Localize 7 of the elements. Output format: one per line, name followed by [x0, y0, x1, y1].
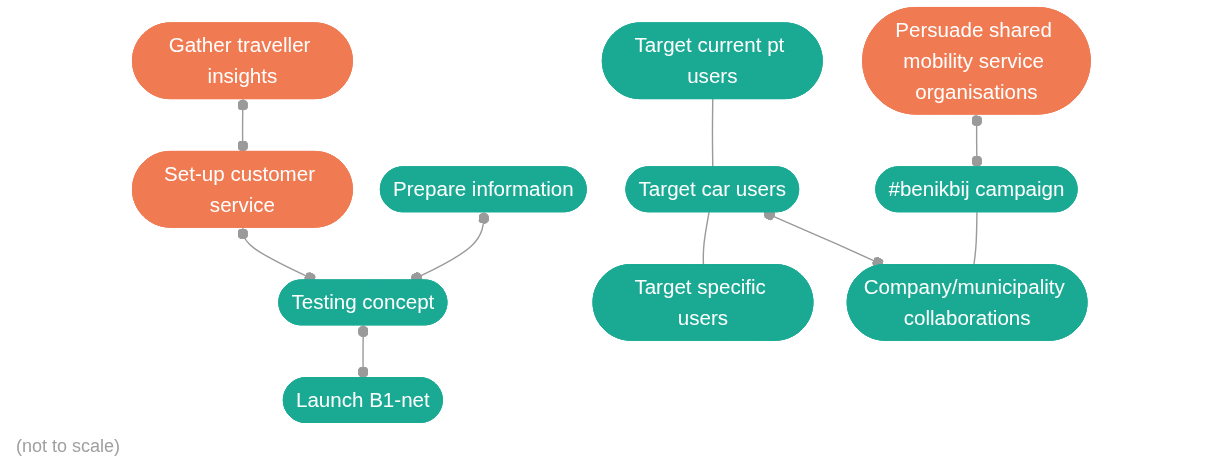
connector — [970, 113, 983, 168]
connector — [972, 211, 978, 266]
connector — [711, 98, 714, 168]
connector — [236, 98, 249, 153]
connector — [357, 324, 369, 379]
connector — [702, 211, 710, 266]
note: (not to scale) — [16, 436, 121, 457]
